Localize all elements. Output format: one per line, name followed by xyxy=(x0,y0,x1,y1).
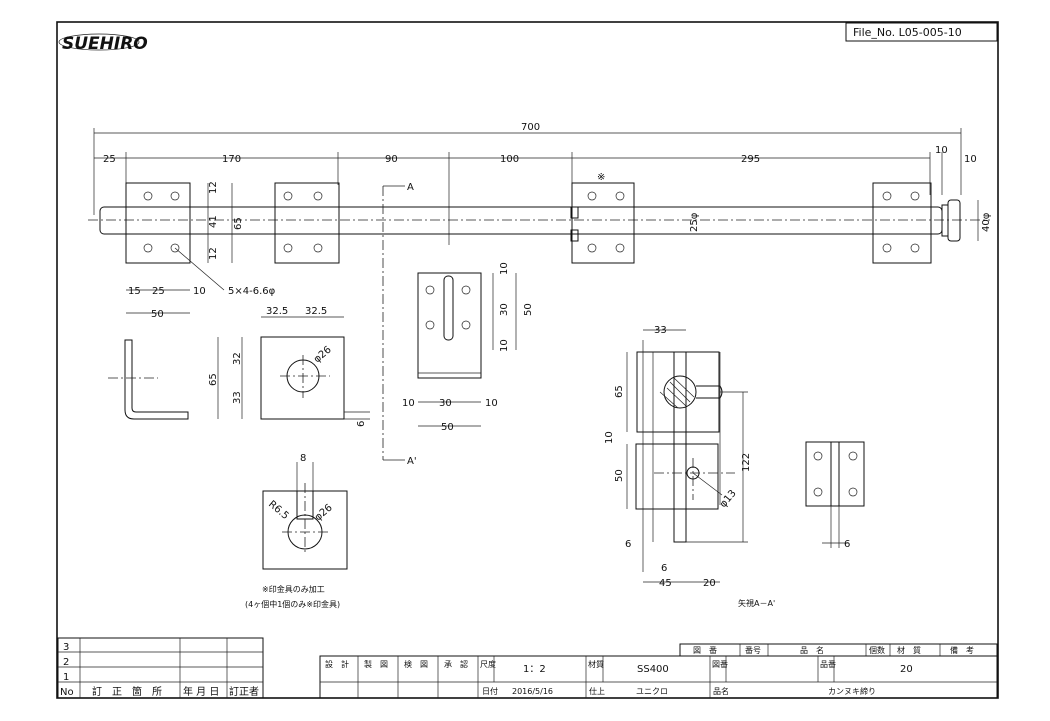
dim-90: 90 xyxy=(385,154,398,165)
section-a-bottom: A' xyxy=(407,456,417,467)
dim-25: 25 xyxy=(103,154,116,165)
rev-row-1: 1 xyxy=(63,672,69,683)
dim-50b: 50 xyxy=(523,303,534,316)
tb-date-label: 日付 xyxy=(482,686,498,696)
dim-50d: 50 xyxy=(614,469,625,482)
dim-65a: 65 xyxy=(233,217,244,230)
dim-10g: 10 xyxy=(485,398,498,409)
dim-295: 295 xyxy=(741,154,760,165)
small-plate-view: 6 xyxy=(805,441,865,550)
parts-h-zaishitsu: 材 質 xyxy=(897,645,921,655)
rev-header-date: 年 月 日 xyxy=(183,685,219,698)
dim-65b: 65 xyxy=(208,373,219,386)
dim-6d: 6 xyxy=(844,539,850,550)
tb-finish-label: 仕上 xyxy=(589,686,605,696)
tb-approve: 承 認 xyxy=(444,659,468,669)
dim-50a: 50 xyxy=(151,309,164,320)
tb-item-no: 20 xyxy=(900,664,913,675)
dim-12a: 12 xyxy=(208,181,219,194)
file-no-box xyxy=(845,22,998,42)
tb-check: 検 図 xyxy=(404,659,428,669)
dim-30a: 30 xyxy=(499,303,510,316)
angle-side-view xyxy=(108,339,189,420)
dim-65c: 65 xyxy=(614,385,625,398)
dim-33b: 33 xyxy=(654,325,667,336)
dim-41: 41 xyxy=(208,215,219,228)
dim-dia13: φ13 xyxy=(718,488,739,510)
dim-32: 32 xyxy=(232,352,243,365)
tb-scale-label: 尺度 xyxy=(480,659,496,669)
tb-drawing-no-label: 図番 xyxy=(712,659,728,669)
dim-25b: 25 xyxy=(152,286,165,297)
note-line1: ※印金具のみ加工 xyxy=(262,584,325,594)
dim-6a: 6 xyxy=(356,421,367,427)
dim-10h: 10 xyxy=(604,431,615,444)
dim-20: 20 xyxy=(703,578,716,589)
svg-text:SUEHIRO: SUEHIRO xyxy=(62,34,148,54)
parts-h-kosu: 個数 xyxy=(869,645,885,655)
dim-12b: 12 xyxy=(208,247,219,260)
rev-row-2: 2 xyxy=(63,657,69,668)
dim-shaft-dia: 25φ xyxy=(689,212,700,232)
dim-10f: 10 xyxy=(402,398,415,409)
dim-10e: 10 xyxy=(499,339,510,352)
parts-h-biko: 備 考 xyxy=(950,645,974,655)
dim-100: 100 xyxy=(500,154,519,165)
tb-finish: ユニクロ xyxy=(636,687,668,696)
suehiro-logo: SUEHIRO xyxy=(58,33,148,54)
dim-10b: 10 xyxy=(964,154,977,165)
special-plate-view: 8 R6.5 φ26 ※印金具のみ加工 (4ヶ個中1個のみ※印金具) xyxy=(245,453,348,609)
main-assembly-view: 700 25 170 90 100 295 10 10 xyxy=(88,122,992,467)
parts-h-bango: 番号 xyxy=(745,645,761,655)
file-no: File_No. L05-005-10 xyxy=(853,26,962,39)
section-a-top: A xyxy=(407,182,414,193)
tb-material-label: 材質 xyxy=(588,659,604,669)
parts-h-zuban: 図 番 xyxy=(693,645,717,655)
tb-date: 2016/5/16 xyxy=(512,687,553,696)
rev-row-3: 3 xyxy=(63,642,69,653)
tb-design: 設 計 xyxy=(325,659,349,669)
tb-name: カンヌキ締り xyxy=(828,686,876,696)
dim-50c: 50 xyxy=(441,422,454,433)
dim-10d: 10 xyxy=(499,262,510,275)
dim-10a: 10 xyxy=(935,145,948,156)
dim-dia26b: φ26 xyxy=(313,502,335,523)
section-aa-view: 33 65 10 50 122 φ13 6 6 45 20 矢視A－A' xyxy=(604,325,775,608)
revision-table: 3 2 1 No 訂 正 箇 所 年 月 日 訂正者 xyxy=(57,637,264,699)
section-side-view: 10 30 10 50 10 30 10 50 xyxy=(402,262,534,433)
dim-r6-5: R6.5 xyxy=(266,499,291,522)
dim-overall: 700 xyxy=(521,122,540,133)
dim-15: 15 xyxy=(128,286,141,297)
dim-dia26a: φ26 xyxy=(312,344,334,365)
tb-scale: 1：2 xyxy=(523,664,546,675)
rev-header-place: 訂 正 箇 所 xyxy=(92,685,162,698)
tb-item-no-label: 品番 xyxy=(820,659,836,669)
dim-8: 8 xyxy=(300,453,306,464)
dim-32-5a: 32.5 xyxy=(266,306,288,317)
view-aa-label: 矢視A－A' xyxy=(738,598,775,608)
tb-material: SS400 xyxy=(637,664,669,675)
dim-170: 170 xyxy=(222,154,241,165)
tb-draft: 製 図 xyxy=(364,659,388,669)
dim-32-5b: 32.5 xyxy=(305,306,327,317)
rev-header-no: No xyxy=(60,687,74,698)
plate-front-view: 32.5 32.5 65 32 33 φ26 6 xyxy=(208,306,370,427)
dim-30b: 30 xyxy=(439,398,452,409)
parts-list-header: 図 番 番号 品 名 個数 材 質 備 考 xyxy=(679,643,998,657)
mark-symbol: ※ xyxy=(597,172,605,183)
dim-knob-dia: 40φ xyxy=(981,212,992,232)
note-line2: (4ヶ個中1個のみ※印金具) xyxy=(245,599,340,609)
dim-6c: 6 xyxy=(661,563,667,574)
dim-10c: 10 xyxy=(193,286,206,297)
dim-33: 33 xyxy=(232,391,243,404)
rev-header-person: 訂正者 xyxy=(229,685,259,698)
title-block: 設 計 製 図 検 図 承 認 尺度 1：2 材質 SS400 図番 品番 20… xyxy=(319,655,998,699)
hole-spec: 5×4-6.6φ xyxy=(228,286,276,297)
parts-h-hinmei: 品 名 xyxy=(800,645,824,655)
dim-6b: 6 xyxy=(625,539,631,550)
dim-122: 122 xyxy=(741,453,752,472)
tb-name-label: 品名 xyxy=(713,686,729,696)
dim-45: 45 xyxy=(659,578,672,589)
